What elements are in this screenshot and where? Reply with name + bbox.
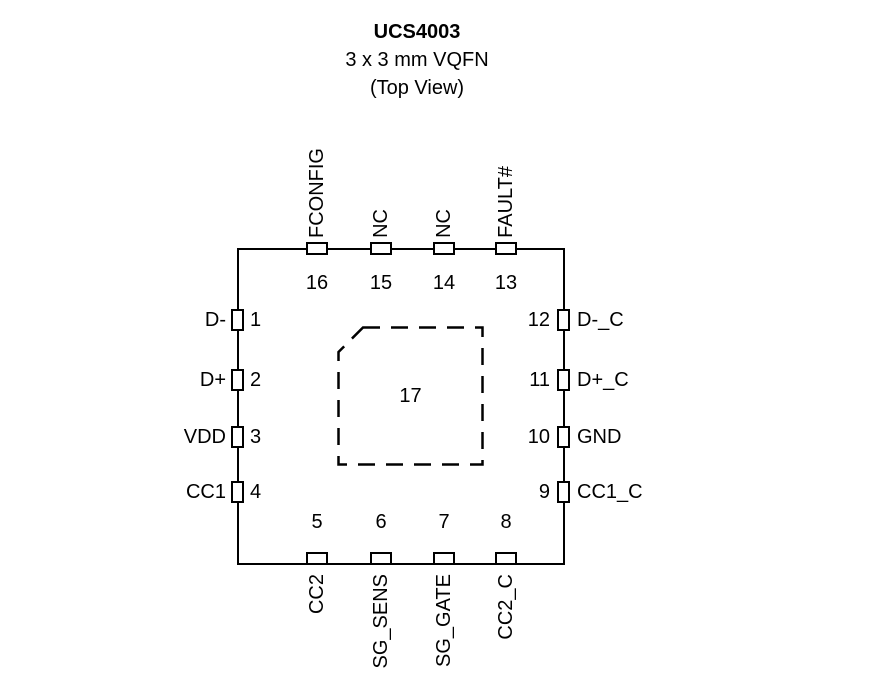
pin-5-marker	[306, 552, 328, 565]
pin-2-marker	[231, 369, 244, 391]
pin-14-marker	[433, 242, 455, 255]
pin-10-marker	[557, 426, 570, 448]
pin-5-number: 5	[311, 511, 323, 533]
pin-11-marker	[557, 369, 570, 391]
diagram-header: UCS4003 3 x 3 mm VQFN (Top View)	[117, 18, 717, 102]
pin-16-marker	[306, 242, 328, 255]
pin-8-marker	[495, 552, 517, 565]
pin-8-number: 8	[500, 511, 512, 533]
pin-1-number: 1	[250, 309, 262, 331]
pin-2-number: 2	[250, 369, 262, 391]
pin-16-number: 16	[305, 272, 329, 294]
pin-5-label: CC2	[305, 574, 328, 615]
pin-6-number: 6	[375, 511, 387, 533]
pin-1-label: D-	[204, 309, 226, 331]
pin-3-number: 3	[250, 426, 262, 448]
pin-7-label: SG_GATE	[432, 574, 455, 667]
package-outline: 17	[237, 248, 565, 565]
pin-15-label: NC	[369, 209, 392, 238]
pin-9-marker	[557, 481, 570, 503]
pin-10-label: GND	[577, 426, 622, 448]
view-label: (Top View)	[369, 77, 465, 99]
pin-13-number: 13	[494, 272, 518, 294]
pin-12-number: 12	[527, 309, 550, 331]
pin-13-label: FAULT#	[494, 166, 517, 238]
pin-15-number: 15	[369, 272, 393, 294]
pin-9-number: 9	[538, 481, 550, 503]
pin-12-label: D-_C	[577, 309, 624, 331]
pin-9-label: CC1_C	[577, 481, 643, 503]
pin-2-label: D+	[199, 369, 226, 391]
pin-8-label: CC2_C	[494, 574, 517, 640]
pin-6-marker	[370, 552, 392, 565]
pin-3-label: VDD	[183, 426, 226, 448]
pin-7-marker	[433, 552, 455, 565]
pin-12-marker	[557, 309, 570, 331]
pin-1-marker	[231, 309, 244, 331]
thermal-pad-number: 17	[399, 384, 422, 407]
thermal-pad-outline	[337, 326, 484, 466]
pin-14-label: NC	[432, 209, 455, 238]
part-number: UCS4003	[373, 21, 461, 43]
pin-7-number: 7	[438, 511, 450, 533]
package-name: 3 x 3 mm VQFN	[345, 49, 489, 71]
pin-4-marker	[231, 481, 244, 503]
pin-16-label: FCONFIG	[305, 148, 328, 238]
pin-14-number: 14	[432, 272, 456, 294]
pin-4-number: 4	[250, 481, 262, 503]
pin-15-marker	[370, 242, 392, 255]
pin-13-marker	[495, 242, 517, 255]
pin-3-marker	[231, 426, 244, 448]
pin-10-number: 10	[527, 426, 550, 448]
pin-11-label: D+_C	[577, 369, 629, 391]
pin-11-number: 11	[529, 369, 550, 391]
pin-4-label: CC1	[185, 481, 226, 503]
pin-6-label: SG_SENS	[369, 574, 392, 669]
